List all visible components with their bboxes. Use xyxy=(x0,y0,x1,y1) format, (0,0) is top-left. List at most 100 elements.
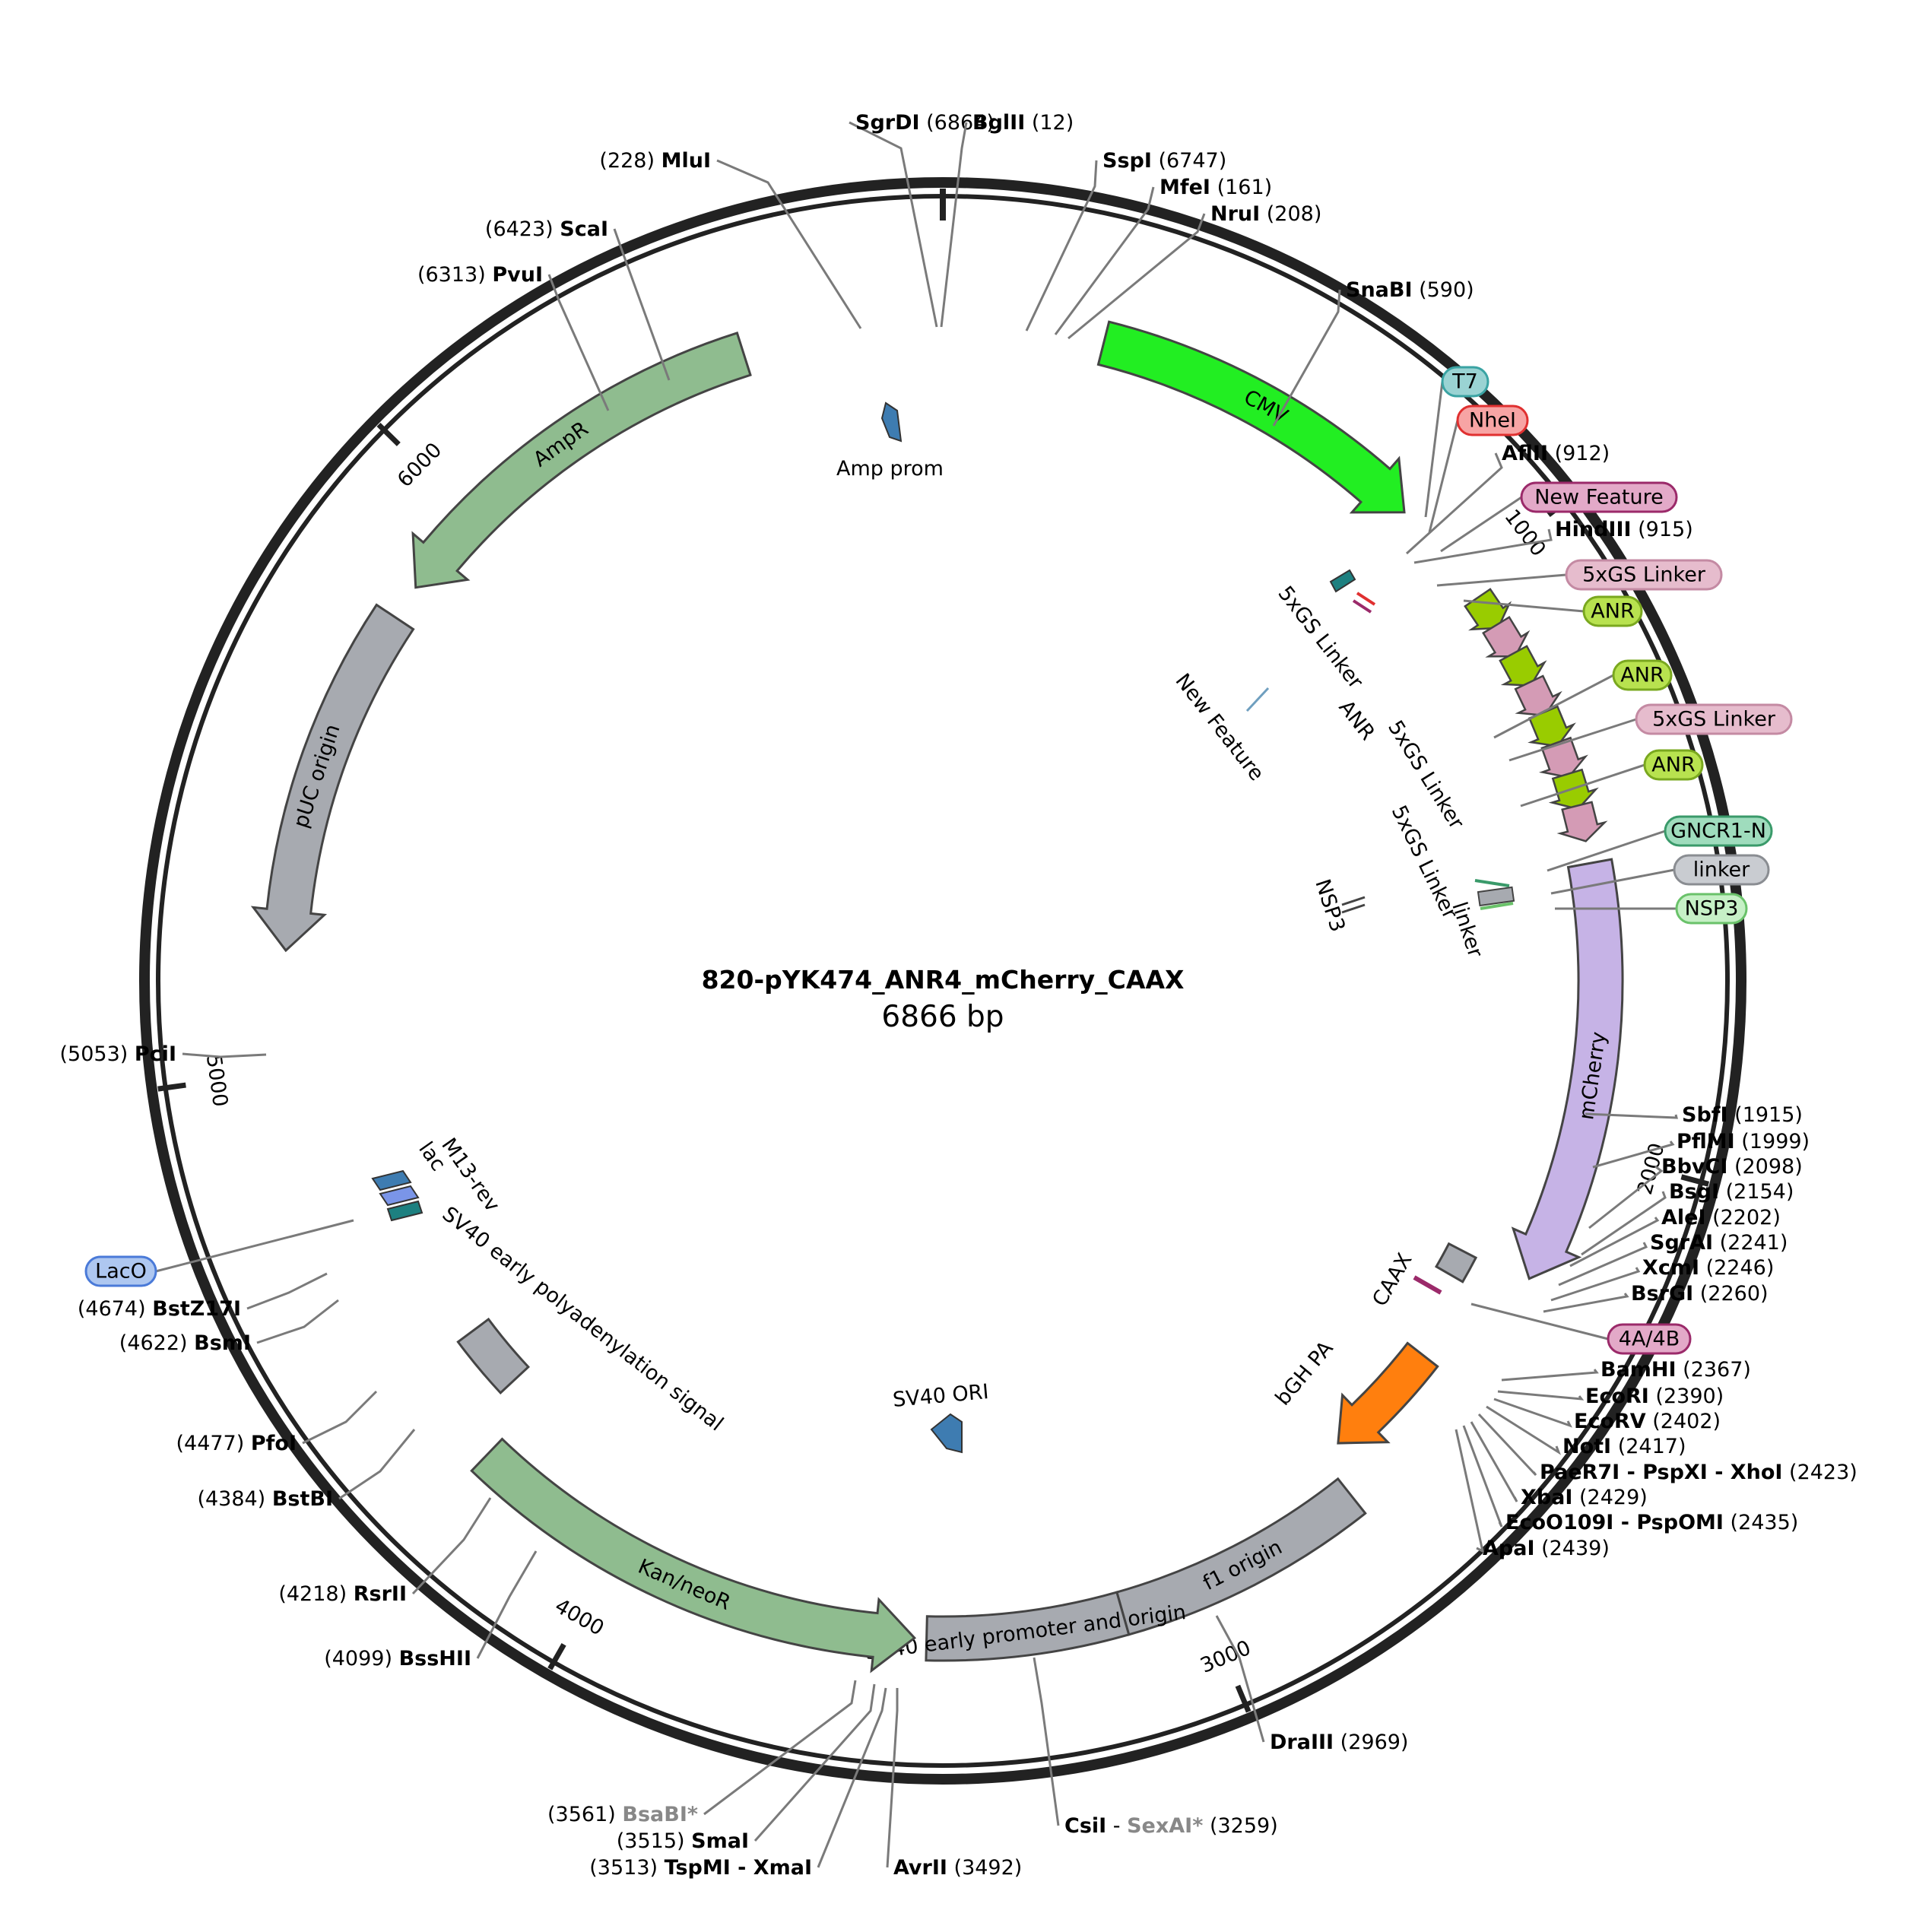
site-leader xyxy=(1592,1141,1675,1169)
site-label: AvrII (3492) xyxy=(893,1856,1022,1880)
site-label: EcoRV (2402) xyxy=(1574,1410,1721,1433)
new-feature-marker xyxy=(1245,687,1270,712)
caax-label: CAAX xyxy=(1368,1249,1416,1310)
site-leader xyxy=(1215,1615,1265,1743)
m13-rev-box xyxy=(371,1169,412,1191)
site-leader xyxy=(476,1550,538,1659)
site-position: (915) xyxy=(1632,518,1693,541)
pill-label: 4A/4B xyxy=(1619,1328,1680,1351)
site-leader xyxy=(716,159,862,329)
outer-ring xyxy=(139,177,1746,1785)
site-label: XbaI (2429) xyxy=(1521,1486,1648,1509)
site-position: (2429) xyxy=(1572,1486,1647,1509)
pill-nhei xyxy=(1456,405,1529,436)
site-name: BglII xyxy=(972,111,1025,135)
site-position: (2098) xyxy=(1727,1155,1802,1179)
restriction-sites: SgrDI (6864)BglII (12)SspI (6747)MfeI (1… xyxy=(60,111,1857,1880)
pill-leader xyxy=(1424,381,1444,518)
feature-ampr xyxy=(411,332,752,589)
site-name: BsgI xyxy=(1669,1180,1719,1204)
site-name: BsrGI xyxy=(1631,1282,1693,1306)
site-leader xyxy=(1462,1425,1503,1528)
site-name: ApaI xyxy=(1483,1537,1535,1560)
ruler-tick xyxy=(547,1642,566,1670)
ruler-tick xyxy=(157,1082,186,1092)
amp-prom-arrow xyxy=(880,401,903,443)
linker-box xyxy=(1477,886,1515,907)
site-label: (4477) PfoI xyxy=(176,1432,297,1455)
site-position: (4622) xyxy=(119,1331,194,1355)
site-position: (3492) xyxy=(947,1856,1022,1880)
feature-sv40-early-promoter-and-origin xyxy=(925,1591,1131,1662)
ruler-tick-label: 3000 xyxy=(1197,1636,1254,1678)
site-name: MfeI xyxy=(1160,176,1210,199)
site-name: BsmI xyxy=(194,1331,251,1355)
site-leader xyxy=(1455,1429,1485,1553)
pill-gncr1-n xyxy=(1664,815,1773,847)
ruler-tick-label: 5000 xyxy=(201,1053,232,1108)
ruler-tick-label: 6000 xyxy=(393,438,446,492)
site-name: PvuI xyxy=(492,263,543,287)
site-label: AleI (2202) xyxy=(1661,1206,1781,1229)
site-label: (6423) ScaI xyxy=(485,217,608,241)
site-position: (4477) xyxy=(176,1432,250,1455)
site-name: AflII xyxy=(1502,442,1548,465)
site-label: EcoO109I - PspOMI (2435) xyxy=(1505,1511,1798,1534)
site-label: BamHI (2367) xyxy=(1600,1358,1751,1382)
plasmid-length: 6866 bp xyxy=(881,1000,1004,1034)
site-name: PaeR7I - PspXI - XhoI xyxy=(1540,1461,1782,1484)
lac-promoter-box xyxy=(386,1200,424,1222)
ruler-tick xyxy=(376,422,401,446)
site-label: (3561) BsaBI* xyxy=(547,1803,698,1826)
site-position: (3513) xyxy=(589,1856,664,1880)
site-label: (4218) RsrII xyxy=(278,1582,407,1606)
pill-anr xyxy=(1612,659,1673,691)
site-label: BsgI (2154) xyxy=(1669,1180,1794,1204)
feature-kan-neor xyxy=(470,1437,917,1674)
site-position: (2260) xyxy=(1693,1282,1768,1306)
site-leader xyxy=(1543,1293,1629,1313)
site-name: PfoI xyxy=(251,1432,297,1455)
pill-leader xyxy=(1470,1302,1609,1340)
nsp3-marker-2 xyxy=(1341,903,1366,914)
site-position: (6313) xyxy=(417,263,492,287)
site-leader xyxy=(613,228,671,381)
site-position: (912) xyxy=(1548,442,1610,465)
site-position: (2367) xyxy=(1677,1358,1751,1382)
site-name: PciI xyxy=(135,1042,176,1066)
site-position: (3259) xyxy=(1203,1814,1277,1838)
pill-nsp3 xyxy=(1675,893,1748,925)
site-name: SgrDI xyxy=(855,111,920,135)
site-leader xyxy=(1272,289,1341,427)
pill-t7 xyxy=(1441,366,1489,398)
nsp3-label: NSP3 xyxy=(1310,877,1349,935)
site-leader xyxy=(753,1683,876,1842)
site-leader xyxy=(1588,1165,1664,1229)
pill-label: ANR xyxy=(1651,754,1695,777)
site-name: SbfI xyxy=(1682,1103,1728,1127)
pill-label: ANR xyxy=(1591,600,1634,623)
site-name: SnaBI xyxy=(1346,278,1413,302)
site-label: SnaBI (590) xyxy=(1346,278,1474,302)
site-leader xyxy=(1068,213,1206,340)
site-name: BssHII xyxy=(399,1647,471,1670)
site-position: (1999) xyxy=(1735,1130,1810,1153)
site-label: BsrGI (2260) xyxy=(1631,1282,1769,1306)
site-label: MfeI (161) xyxy=(1160,176,1272,199)
site-label: (228) MluI xyxy=(599,149,711,173)
site-label: (6313) PvuI xyxy=(417,263,543,287)
sv40-polya-label: SV40 early polyadenylation signal xyxy=(438,1202,728,1436)
linker-chain-arrow xyxy=(1528,705,1576,747)
site-name: NotI xyxy=(1562,1435,1611,1458)
site-position: (228) xyxy=(599,149,661,173)
ruler-tick-label: 4000 xyxy=(550,1594,608,1641)
gncr1-n-marker xyxy=(1474,879,1510,887)
site-label: EcoRI (2390) xyxy=(1585,1385,1724,1408)
site-label: (3513) TspMI - XmaI xyxy=(589,1856,812,1880)
linker-chain-arrow xyxy=(1464,588,1512,631)
site-position: (2246) xyxy=(1699,1256,1774,1280)
site-name: BamHI xyxy=(1600,1358,1677,1382)
pill-leader xyxy=(1508,718,1637,762)
site-leader xyxy=(1405,452,1503,555)
site-leader xyxy=(1033,1657,1060,1826)
